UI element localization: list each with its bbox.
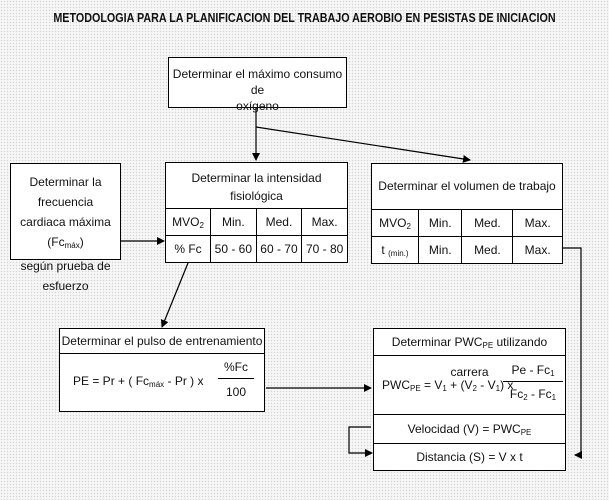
volume-t-med: Med. xyxy=(461,236,514,264)
training-pulse-formula: PE = Pr + ( Fcmáx - Pr ) x %Fc 100 xyxy=(60,354,264,412)
volume-mvo2-label: MVO2 xyxy=(371,209,419,237)
max-heart-rate-box: Determinar la frecuencia cardiaca máxima… xyxy=(10,163,121,293)
distance-row: Distancia (S) = V x t xyxy=(416,450,523,464)
volume-table: MVO2 Min. Med. Max. t (min.) Min. Med. M… xyxy=(371,209,563,264)
volume-time-label: t (min.) xyxy=(371,236,419,264)
heart-rate-line1: Determinar la frecuencia xyxy=(29,175,102,209)
arrow-vo2-to-volume xyxy=(255,126,471,163)
intensity-med: Med. xyxy=(255,208,303,236)
diagram-title: METODOLOGIA PARA LA PLANIFICACION DEL TR… xyxy=(53,11,556,25)
training-pulse-header: Determinar el pulso de entrenamiento xyxy=(60,329,264,354)
intensity-table: MVO2 Min. Med. Max. % Fc 50 - 60 60 - 70… xyxy=(165,208,348,263)
pwc-box: Determinar PWCPE utilizando carrera PWCP… xyxy=(373,328,566,471)
pulse-numerator: %Fc xyxy=(218,360,254,379)
max-oxygen-line1: Determinar el máximo consumo de xyxy=(172,67,343,97)
volume-t-min: Min. xyxy=(417,236,463,264)
max-oxygen-box: Determinar el máximo consumo de oxígeno xyxy=(168,57,347,113)
arrow-volume-to-distance xyxy=(562,247,582,459)
arrow-intensity-to-pulse xyxy=(160,262,189,328)
heart-rate-line3: según prueba de xyxy=(20,259,111,273)
velocity-row: Velocidad (V) = PWCPE xyxy=(374,415,565,444)
volume-min: Min. xyxy=(417,209,463,237)
arrow-velocity-loop xyxy=(348,426,373,457)
intensity-fc-med: 60 - 70 xyxy=(255,235,303,263)
pwc-denominator: Fc2 - Fc1 xyxy=(509,387,557,402)
intensity-mvo2-label: MVO2 xyxy=(165,208,211,236)
volume-med: Med. xyxy=(461,209,514,237)
training-pulse-box: Determinar el pulso de entrenamiento PE … xyxy=(59,328,265,412)
volume-max: Max. xyxy=(512,209,563,237)
intensity-header: Determinar la intensidad fisiológica rel… xyxy=(165,162,348,221)
heart-rate-line4: esfuerzo xyxy=(42,279,89,293)
pulse-denominator: 100 xyxy=(225,385,247,399)
pwc-numerator: Pe - Fc1 xyxy=(503,363,563,382)
intensity-min: Min. xyxy=(210,208,257,236)
intensity-fc-min: 50 - 60 xyxy=(210,235,257,263)
pwc-formula: PWCPE = V1 + (V2 - V1) x Pe - Fc1 Fc2 - … xyxy=(374,356,565,415)
max-oxygen-line2: oxígeno xyxy=(236,99,279,113)
intensity-fc-max: 70 - 80 xyxy=(301,235,348,263)
volume-header: Determinar el volumen de trabajo xyxy=(371,163,563,210)
volume-t-max: Max. xyxy=(512,236,563,264)
pwc-header: Determinar PWCPE utilizando carrera xyxy=(374,329,565,379)
intensity-max: Max. xyxy=(301,208,348,236)
intensity-fc-label: % Fc xyxy=(165,235,211,263)
heart-rate-line2: cardiaca máxima (Fcmáx) xyxy=(20,215,111,250)
